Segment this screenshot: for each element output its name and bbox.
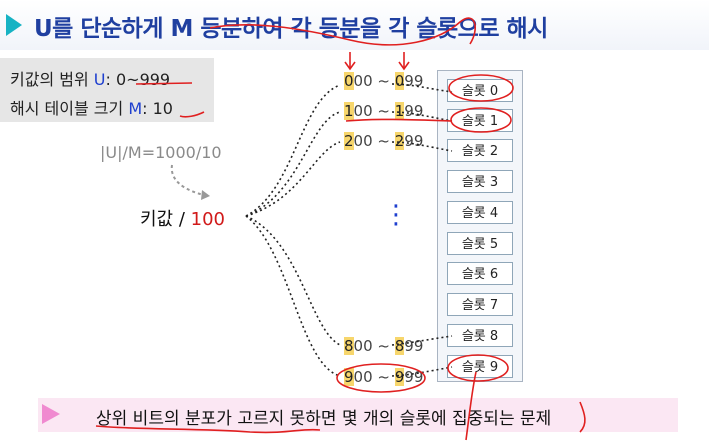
slot-3: 슬롯 3	[447, 170, 513, 193]
range-digit: 9	[344, 368, 354, 386]
range-part: 00 ~	[353, 368, 395, 386]
range-digit: 1	[344, 102, 354, 120]
circle-slot-0	[448, 74, 514, 102]
arrow-head-left-tip	[344, 61, 356, 71]
curve-r0	[391, 83, 453, 93]
underline-problem	[95, 425, 321, 434]
key-range-line: 키값의 범위 U: 0~999	[10, 66, 170, 90]
table-size-line: 해시 테이블 크기 M: 10	[10, 95, 173, 119]
curve-9	[245, 215, 341, 377]
red-annotations	[95, 17, 586, 441]
range-digit: 8	[344, 337, 354, 355]
range-part: 00 ~	[353, 102, 395, 120]
range-part: 00 ~	[353, 72, 395, 90]
range-slot-8: 800 ~ 899	[344, 337, 423, 355]
ratio-arrow	[170, 164, 209, 197]
underline-digits	[345, 118, 453, 122]
key-label: 키값 /	[140, 209, 191, 230]
vertical-ellipsis: ⋮	[383, 200, 409, 230]
range-part: 99	[404, 132, 424, 150]
range-digit: 0	[394, 72, 405, 90]
range-part: 99	[404, 72, 424, 90]
ratio-arrowhead	[201, 190, 210, 200]
slot-5: 슬롯 5	[447, 232, 513, 255]
problem-bar	[38, 398, 678, 432]
key-range-label: 키값의 범위	[10, 70, 94, 89]
key-divisor-value: 100	[190, 209, 225, 230]
range-digit: 9	[394, 368, 405, 386]
slot-0: 슬롯 0	[447, 79, 513, 102]
key-divisor: 키값 / 100	[140, 205, 225, 231]
slot-6: 슬롯 6	[447, 262, 513, 285]
curve-r2	[391, 141, 453, 152]
circle-range-9	[336, 363, 426, 393]
curve-r8	[391, 335, 453, 346]
slot-7: 슬롯 7	[447, 293, 513, 316]
underline-size	[179, 111, 205, 118]
problem-mark-2	[579, 401, 586, 433]
slot-2: 슬롯 2	[447, 139, 513, 162]
range-part: 00 ~	[353, 337, 395, 355]
circle-slot-1	[450, 107, 512, 133]
slot-8: 슬롯 8	[447, 324, 513, 347]
hash-table: 슬롯 0 슬롯 1 슬롯 2 슬롯 3 슬롯 4 슬롯 5 슬롯 6 슬롯 7 …	[437, 70, 523, 382]
range-digit: 2	[344, 132, 354, 150]
range-slot-0: 000 ~ 099	[344, 72, 423, 90]
arrow-head-right-tip	[398, 61, 410, 71]
curve-r1	[391, 111, 453, 122]
curve-8	[245, 215, 341, 346]
title-squiggle	[209, 17, 476, 46]
range-slot-1: 100 ~ 199	[344, 102, 423, 120]
bucket-ratio: |U|/M=1000/10	[100, 143, 222, 162]
table-size-label: 해시 테이블 크기	[10, 99, 129, 118]
problem-arrow-icon	[42, 404, 60, 424]
underline-range	[135, 82, 193, 85]
table-size-value: 10	[152, 99, 173, 118]
slot-4: 슬롯 4	[447, 201, 513, 224]
curve-1	[245, 111, 341, 217]
key-range-var: U	[93, 70, 106, 89]
curve-r9	[391, 366, 453, 377]
range-digit: 8	[394, 337, 405, 355]
table-size-sep: :	[142, 99, 153, 118]
title-arrow-icon	[6, 14, 22, 36]
range-digit: 1	[394, 102, 405, 120]
range-slot-2: 200 ~ 299	[344, 132, 423, 150]
curve-2	[245, 141, 341, 217]
range-part: 99	[404, 102, 424, 120]
info-box: 키값의 범위 U: 0~999 해시 테이블 크기 M: 10	[0, 58, 214, 122]
curve-0	[245, 84, 341, 217]
range-digit: 2	[394, 132, 405, 150]
range-digit: 0	[344, 72, 354, 90]
range-part: 00 ~	[353, 132, 395, 150]
problem-mark	[465, 371, 477, 441]
circle-slot-9	[447, 354, 509, 382]
mapping-curves	[245, 83, 453, 377]
problem-statement: 상위 비트의 분포가 고르지 못하면 몇 개의 슬롯에 집중되는 문제	[96, 409, 552, 429]
table-size-var: M	[128, 99, 143, 118]
range-slot-9: 900 ~ 999	[344, 368, 423, 386]
key-range-sep: :	[105, 70, 116, 89]
